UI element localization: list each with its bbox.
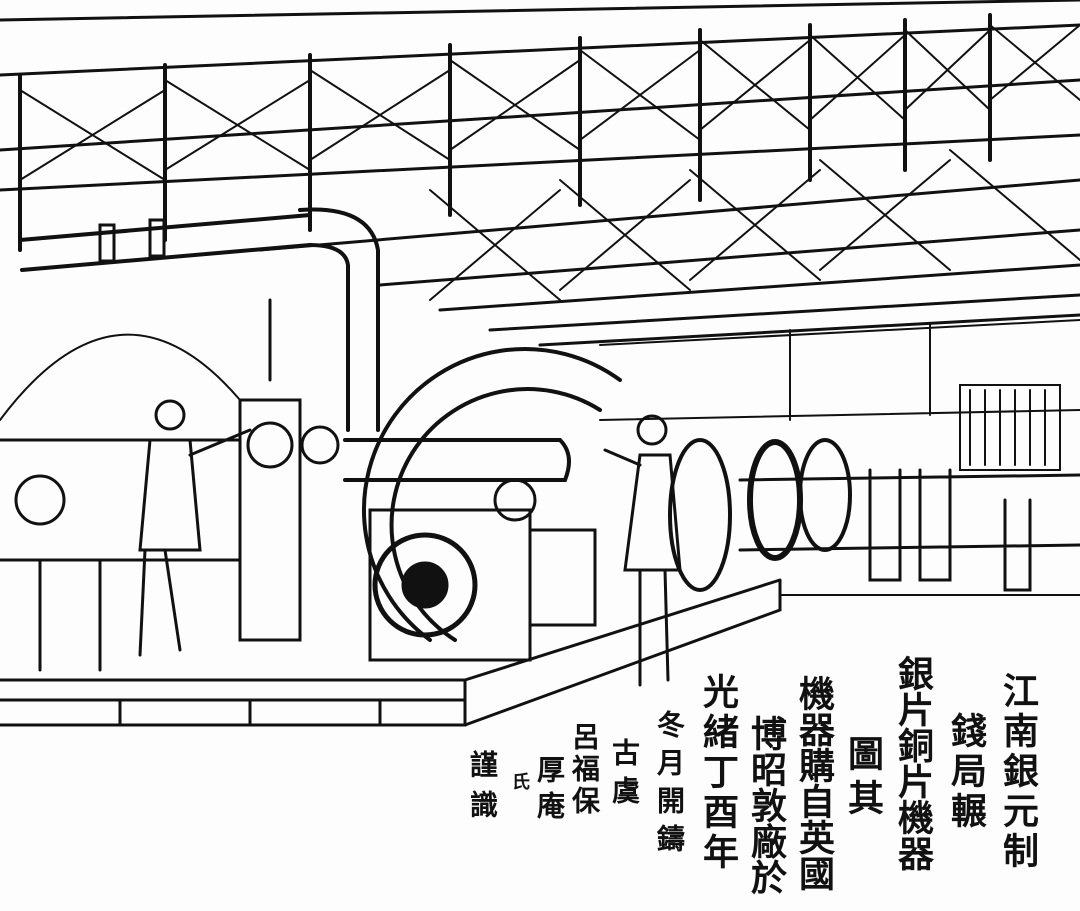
flywheel xyxy=(0,333,622,642)
right-machines xyxy=(668,384,1080,596)
inscription-signature: 謹識 xyxy=(466,750,499,830)
inscription-column: 古虞 xyxy=(608,738,641,814)
main-engine xyxy=(0,298,597,672)
worker-left xyxy=(138,399,252,657)
platform xyxy=(0,578,782,727)
overhead-pipe xyxy=(18,207,380,432)
inscription-column: 冬月開鑄 xyxy=(653,710,686,862)
roof-truss xyxy=(0,0,1080,347)
back-wall xyxy=(599,319,1080,421)
inscription-column: 銀片銅片機器 xyxy=(892,655,934,871)
inscription-column: 呂福保 xyxy=(568,722,601,818)
inscription-column: 錢局輾 xyxy=(945,712,987,832)
inscription-column: 博昭敦廠於 xyxy=(745,715,787,895)
inscription-column: 厚庵 xyxy=(533,755,566,827)
inscription-column: 圖其 xyxy=(842,735,884,823)
inscription-column: 光緒丁酉年 xyxy=(697,673,739,873)
inscription-column: 氏 xyxy=(509,772,530,790)
worker-right xyxy=(603,414,682,687)
inscription-column: 機器購自英國 xyxy=(793,675,835,891)
inscription-column: 江南銀元制 xyxy=(997,672,1039,872)
